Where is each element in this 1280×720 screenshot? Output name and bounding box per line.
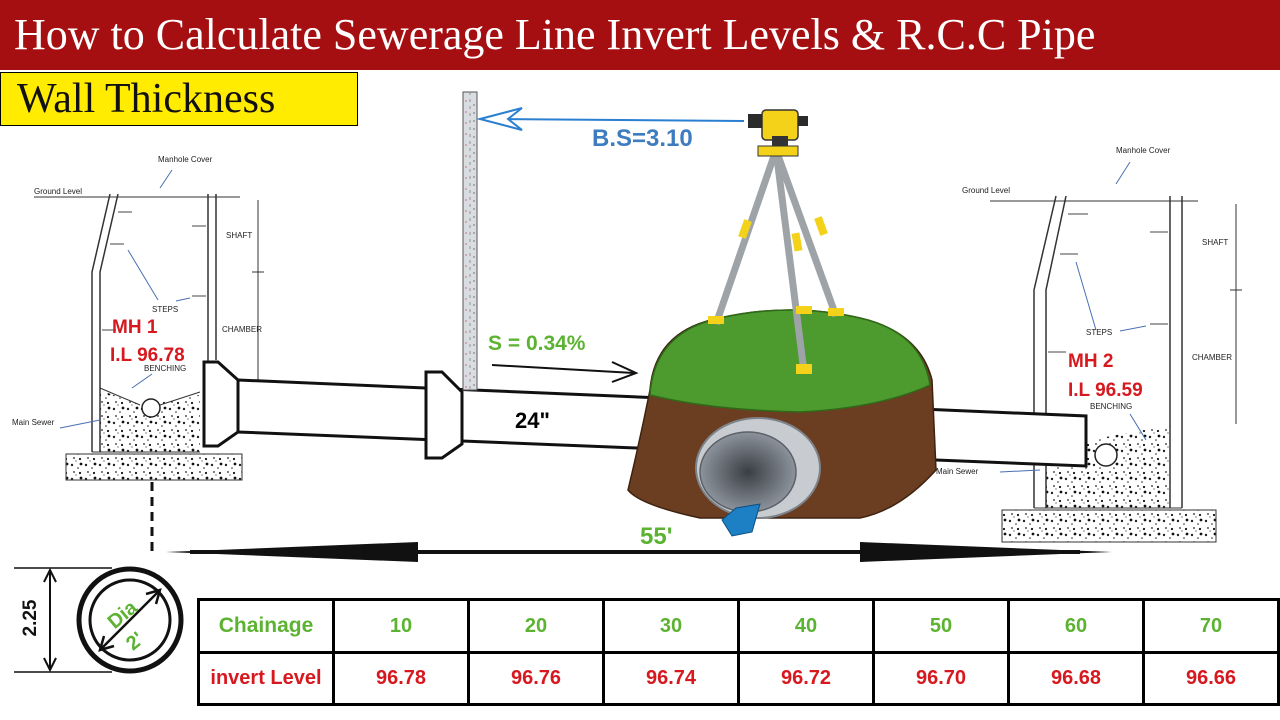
table-cell: 60: [1007, 597, 1145, 655]
shaft-label: SHAFT: [226, 231, 252, 240]
sight-arrow-icon: [476, 107, 523, 131]
sight-line: [493, 118, 745, 122]
outer-dimension-label: 2.25: [20, 599, 41, 636]
pipe-cross-section: Dia 2' 2.25: [14, 566, 184, 674]
pipe-socket-middle: [424, 370, 464, 460]
distance-arrow: [166, 542, 1112, 562]
manhole-cover-label: Manhole Cover: [1116, 146, 1171, 155]
ground-level-label: Ground Level: [34, 187, 82, 196]
concrete-pipe-inner: [699, 431, 797, 513]
water-flow: [721, 503, 761, 537]
manhole-right: Manhole Cover Ground Level SHAFT STEPS C…: [936, 146, 1242, 543]
table-cell: 70: [1142, 597, 1280, 655]
page-title: How to Calculate Sewerage Line Invert Le…: [0, 0, 1280, 70]
chainage-header: Chainage: [197, 597, 335, 655]
table-cell: 30: [602, 597, 740, 655]
manhole-left: Manhole Cover Ground Level SHAFT STEPS C…: [12, 155, 264, 481]
manhole-name: MH 1: [112, 317, 158, 338]
main-sewer-label: Main Sewer: [936, 467, 979, 476]
benching-fill: [100, 390, 200, 452]
sewer-pipe-circle: [1094, 443, 1118, 467]
invert-level-label: I.L 96.59: [1068, 380, 1143, 401]
slope-arrow: [491, 364, 635, 374]
table-cell: 96.70: [872, 651, 1010, 706]
table-cell: 96.72: [737, 651, 875, 706]
table-cell: 96.68: [1007, 651, 1145, 706]
pipe-socket-left: [202, 360, 240, 448]
pipe-size-label: 24": [515, 408, 550, 433]
table-cell: 20: [467, 597, 605, 655]
slope-arrow-head-icon: [611, 361, 639, 383]
auto-level-instrument: [708, 109, 844, 374]
steps-label: STEPS: [152, 305, 178, 314]
table-cell: 10: [332, 597, 470, 655]
table-cell: 96.76: [467, 651, 605, 706]
table-cell: 40: [737, 597, 875, 655]
slope-label: S = 0.34%: [488, 332, 586, 355]
table-row: invert Level 96.78 96.76 96.74 96.72 96.…: [197, 651, 1280, 706]
invert-level-label: I.L 96.78: [110, 345, 185, 366]
invert-level-header: invert Level: [197, 651, 335, 706]
steps-label: STEPS: [1086, 328, 1112, 337]
base-slab: [1001, 509, 1217, 543]
table-row: Chainage 10 20 30 40 50 60 70: [197, 597, 1280, 655]
sewer-pipe-circle: [141, 398, 161, 418]
manhole-cover-label: Manhole Cover: [158, 155, 213, 164]
distance-label: 55': [640, 523, 672, 550]
main-sewer-label: Main Sewer: [12, 418, 55, 427]
page-subtitle: Wall Thickness: [0, 72, 358, 126]
table-cell: 96.74: [602, 651, 740, 706]
chainage-table: Chainage 10 20 30 40 50 60 70 invert Lev…: [197, 597, 1280, 706]
ground-level-label: Ground Level: [962, 186, 1010, 195]
back-sight-label: B.S=3.10: [592, 125, 693, 152]
table-cell: 96.66: [1142, 651, 1280, 706]
levelling-staff: [462, 91, 478, 391]
chamber-label: CHAMBER: [1192, 353, 1232, 362]
base-slab: [65, 453, 243, 481]
benching-label: BENCHING: [144, 364, 186, 373]
chamber-label: CHAMBER: [222, 325, 262, 334]
manhole-name: MH 2: [1068, 351, 1113, 372]
benching-label: BENCHING: [1090, 402, 1132, 411]
table-cell: 50: [872, 597, 1010, 655]
table-cell: 96.78: [332, 651, 470, 706]
shaft-label: SHAFT: [1202, 238, 1228, 247]
grass-top: [649, 309, 931, 413]
soil-mound: [627, 309, 937, 537]
